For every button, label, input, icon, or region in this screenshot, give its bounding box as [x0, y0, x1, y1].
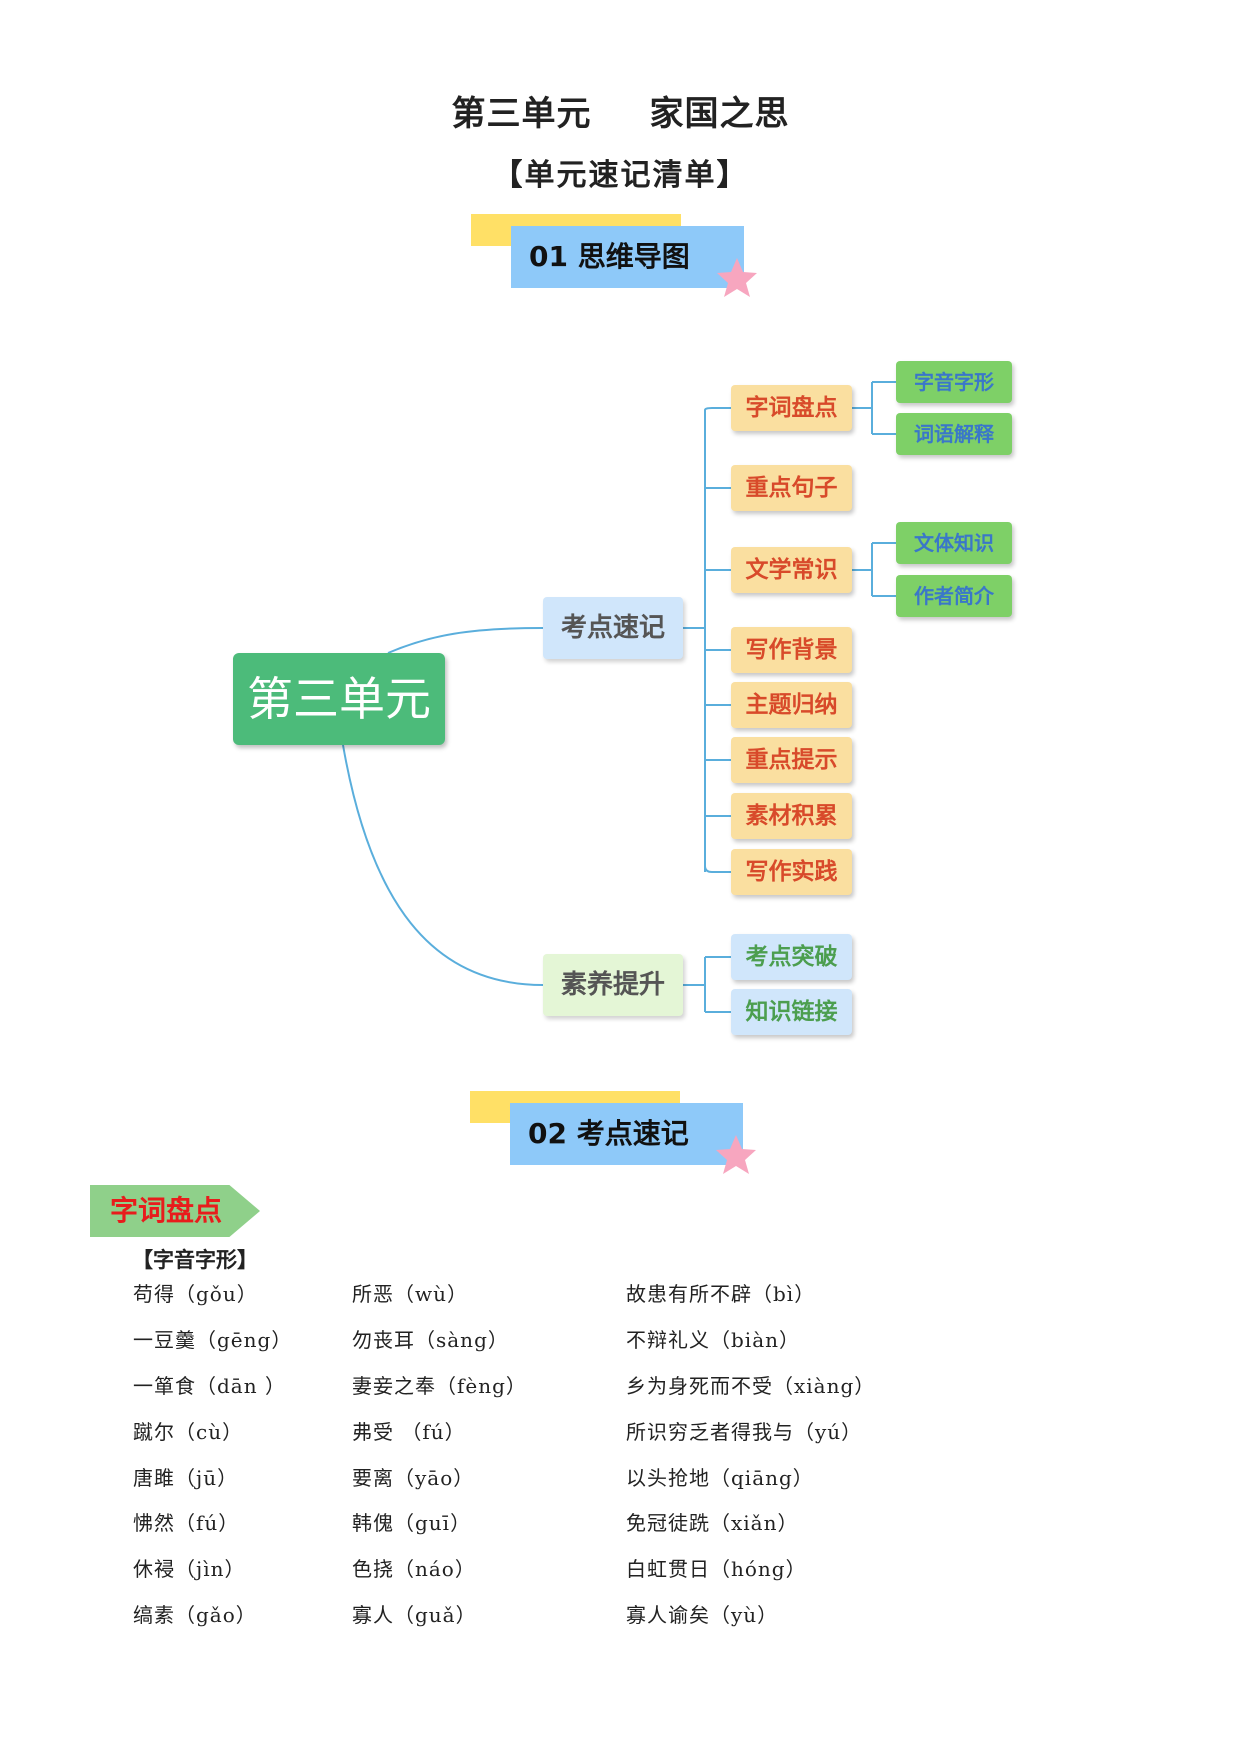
section-header-mindmap: 01 思维导图	[471, 214, 771, 304]
mindmap-leaf: 写作背景	[731, 627, 852, 673]
mindmap-subleaf: 作者简介	[896, 575, 1012, 617]
vocab-item: 妻妾之奉（fèng）	[352, 1374, 527, 1398]
vocab-item: 缟素（gǎo）	[133, 1603, 257, 1627]
mindmap-subleaf: 字音字形	[896, 361, 1012, 403]
vocab-item: 故患有所不辟（bì）	[626, 1282, 816, 1306]
mindmap-root: 第三单元	[233, 653, 445, 745]
mindmap-subleaf: 词语解释	[896, 413, 1012, 455]
vocab-item: 怫然（fú）	[133, 1511, 240, 1535]
page-subtitle: 【单元速记清单】	[492, 158, 749, 193]
mindmap-leaf: 重点句子	[731, 465, 852, 511]
vocab-item: 白虹贯日（hóng）	[626, 1557, 807, 1581]
vocab-item: 所识穷乏者得我与（yú）	[626, 1420, 863, 1444]
vocab-item: 乡为身死而不受（xiàng）	[626, 1374, 876, 1398]
vocab-item: 勿丧耳（sàng）	[352, 1328, 509, 1352]
vocab-item: 色挠（náo）	[352, 1557, 476, 1581]
mindmap-leaf: 字词盘点	[731, 385, 852, 431]
vocab-item: 一箪食（dān ）	[133, 1374, 286, 1398]
title-left: 第三单元	[451, 94, 592, 134]
mindmap-leaf: 素材积累	[731, 793, 852, 839]
title-right: 家国之思	[649, 94, 790, 134]
mindmap-branch-kaodian: 考点速记	[543, 597, 683, 659]
mindmap-subleaf: 文体知识	[896, 522, 1012, 564]
vocab-item: 苟得（gǒu）	[133, 1282, 258, 1306]
vocab-item: 韩傀（guī）	[352, 1511, 472, 1535]
mindmap-leaf: 写作实践	[731, 849, 852, 895]
page-title: 第三单元 家国之思	[0, 86, 1241, 135]
vocab-item: 不辩礼义（biàn）	[626, 1328, 801, 1352]
vocab-item: 弗受 （fú）	[352, 1420, 466, 1444]
vocab-item: 所恶（wù）	[352, 1282, 468, 1306]
vocab-tag: 字词盘点	[90, 1185, 260, 1237]
vocab-item: 以头抢地（qiāng）	[626, 1466, 814, 1490]
mindmap-leaf: 文学常识	[731, 547, 852, 593]
mindmap-leaf: 知识链接	[731, 989, 852, 1035]
section-header-label: 02 考点速记	[510, 1103, 743, 1165]
mindmap-leaf: 考点突破	[731, 934, 852, 980]
vocab-item: 免冠徒跣（xiǎn）	[626, 1511, 799, 1535]
star-icon	[717, 258, 757, 297]
vocab-item: 唐雎（jū）	[133, 1466, 239, 1490]
star-icon	[716, 1135, 756, 1174]
vocab-subhead: 【字音字形】	[132, 1247, 258, 1272]
vocab-item: 要离（yāo）	[352, 1466, 475, 1490]
vocab-item: 寡人（guǎ）	[352, 1603, 477, 1627]
mindmap-leaf: 主题归纳	[731, 682, 852, 728]
section-header-label: 01 思维导图	[511, 226, 744, 288]
vocab-item: 蹴尔（cù）	[133, 1420, 244, 1444]
section-header-kaodian: 02 考点速记	[470, 1091, 770, 1181]
vocab-item: 寡人谕矣（yù）	[626, 1603, 779, 1627]
vocab-item: 一豆羹（gēng）	[133, 1328, 293, 1352]
mindmap-branch-suyang: 素养提升	[543, 954, 683, 1016]
vocab-item: 休祲（jìn）	[133, 1557, 246, 1581]
mindmap-leaf: 重点提示	[731, 737, 852, 783]
